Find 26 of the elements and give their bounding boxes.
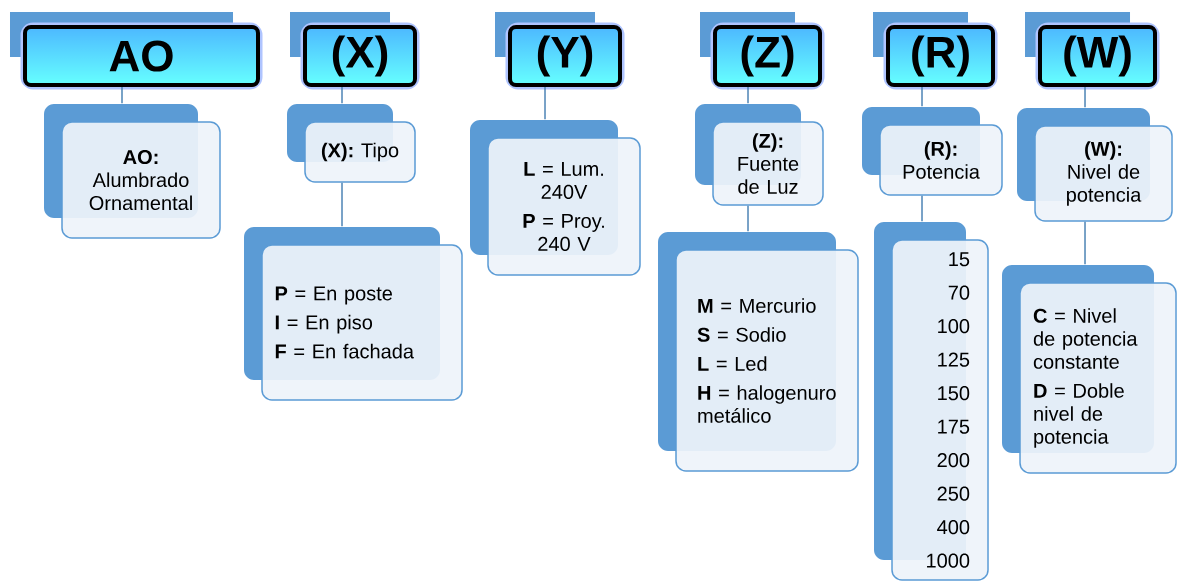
header-box: AO — [10, 12, 263, 90]
connector-line — [921, 86, 923, 107]
info-card: C = Nivel de potencia constante D = Doble nivel de potencia — [1002, 265, 1177, 474]
info-card: (X): Tipo — [287, 104, 416, 183]
connector-line — [1084, 86, 1086, 108]
info-card: 15 70 100 125 150 175 200 250 400 1000 — [874, 222, 989, 581]
header-box: (R) — [873, 12, 998, 90]
header-box: (Y) — [495, 12, 625, 90]
connector-line — [747, 86, 749, 104]
connector-line — [1084, 221, 1086, 265]
connector-line — [341, 86, 343, 104]
info-card: L = Lum. 240V P = Proy. 240 V — [470, 120, 641, 276]
connector-line — [921, 195, 923, 222]
header-box: (X) — [290, 12, 420, 90]
header-box: (W) — [1025, 12, 1160, 90]
info-card: M = Mercurio S = Sodio L = Led H = halogenuro metálico — [658, 232, 859, 472]
connector-line — [341, 182, 343, 227]
header-box: (Z) — [700, 12, 825, 90]
info-card: P = En poste I = En piso F = En fachada — [244, 227, 463, 401]
info-card: AO: Alumbrado Ornamental — [44, 104, 221, 239]
info-card: (Z): Fuente de Luz — [695, 104, 824, 206]
connector-line — [544, 86, 546, 120]
info-card: (R): Potencia — [862, 107, 1003, 196]
info-card: (W): Nivel de potencia — [1017, 108, 1173, 222]
connector-line — [747, 205, 749, 232]
connector-line — [121, 86, 123, 104]
